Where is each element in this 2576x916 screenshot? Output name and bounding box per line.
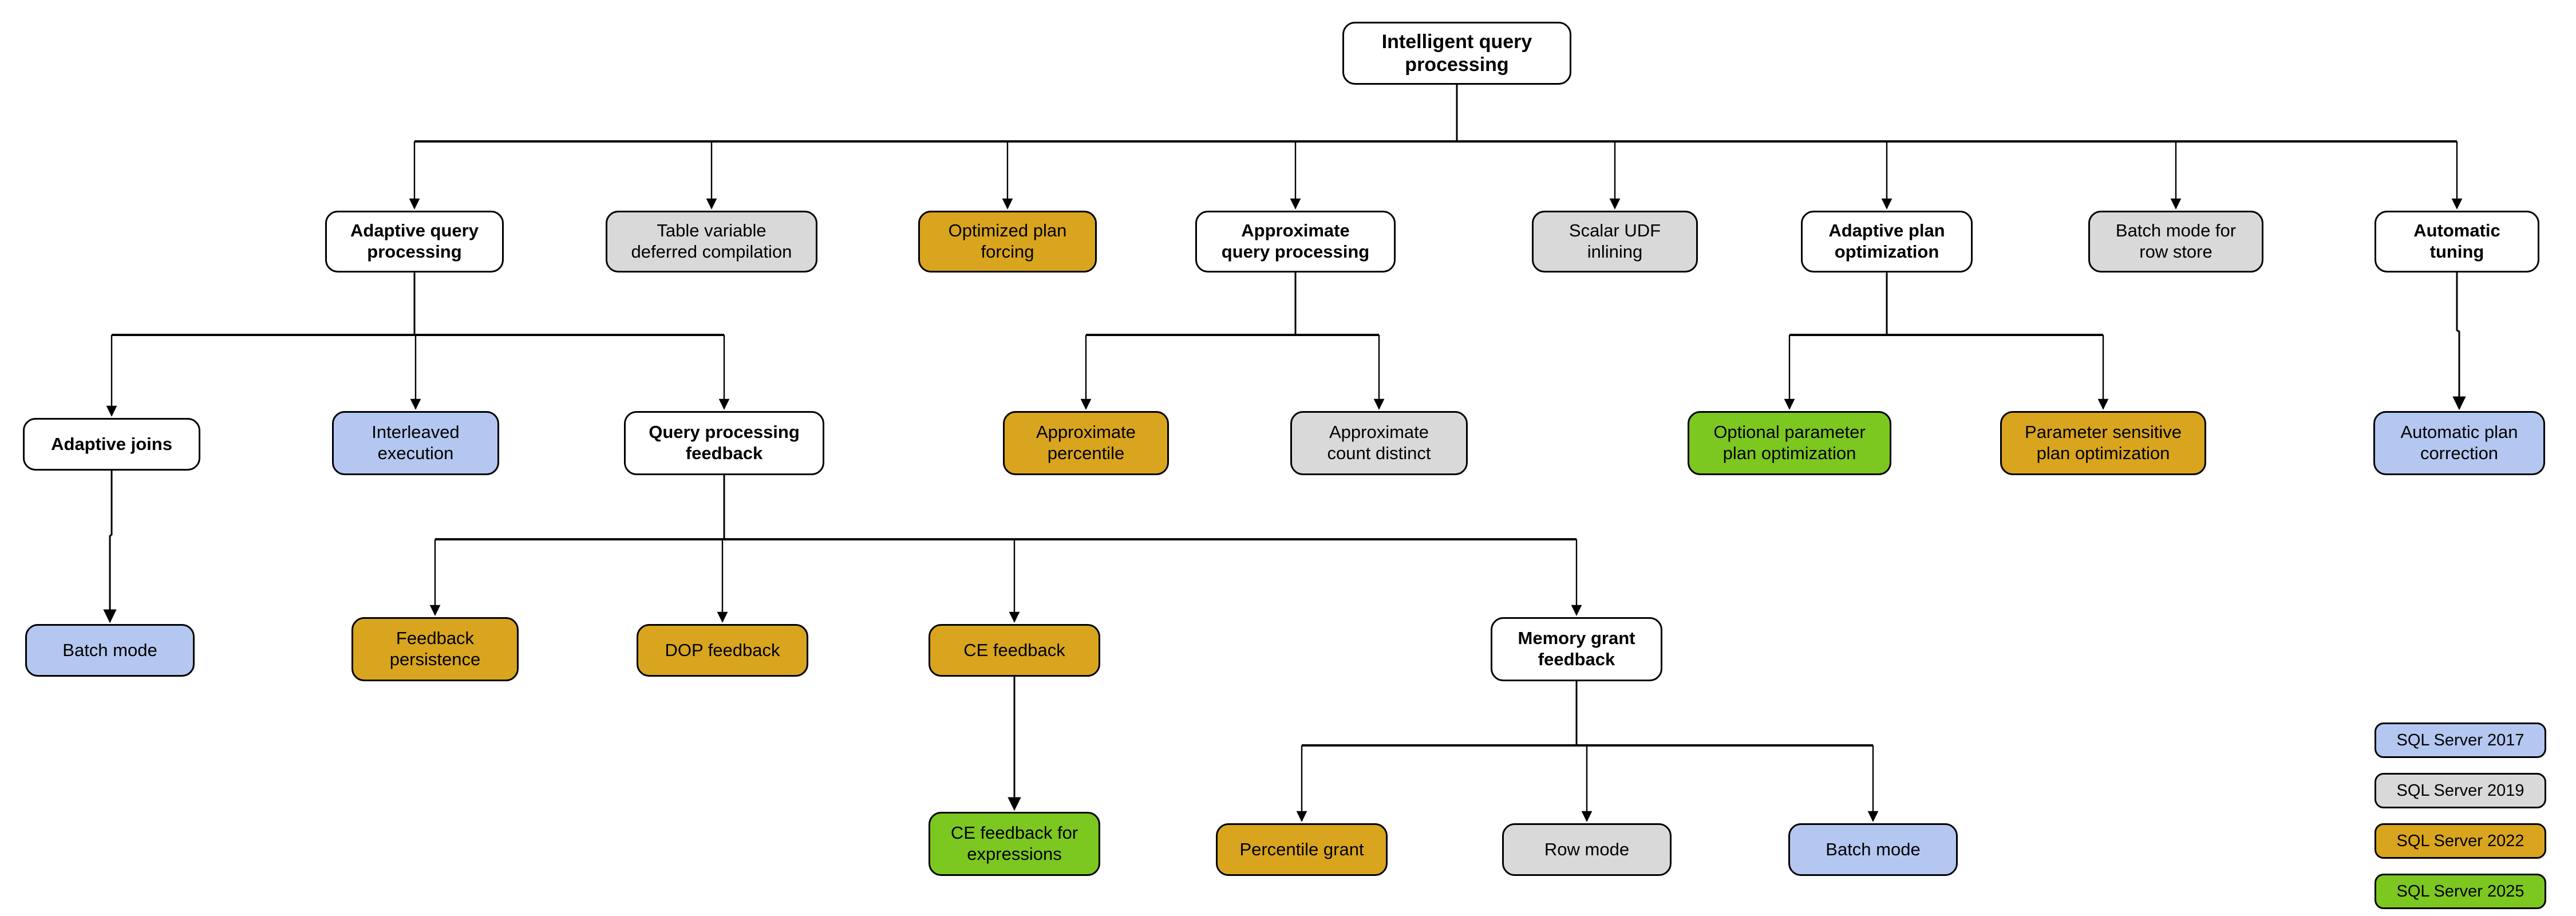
node-rowmode[interactable]: Row mode — [1502, 823, 1672, 876]
node-adaptivejoins[interactable]: Adaptive joins — [23, 418, 200, 471]
legend-item-label: SQL Server 2022 — [2396, 831, 2524, 850]
node-label: DOP feedback — [665, 639, 780, 660]
legend-item-gray[interactable]: SQL Server 2019 — [2374, 773, 2546, 808]
node-label: Row mode — [1544, 839, 1630, 859]
node-pctgrant[interactable]: Percentile grant — [1216, 823, 1388, 876]
node-label: Percentile grant — [1239, 839, 1364, 859]
node-label: Adaptive joins — [51, 433, 172, 454]
legend-item-label: SQL Server 2017 — [2396, 731, 2524, 749]
node-cefb[interactable]: CE feedback — [929, 624, 1100, 677]
node-batchmode1[interactable]: Batch mode — [25, 624, 195, 677]
node-label: CE feedback — [963, 639, 1065, 660]
legend-item-label: SQL Server 2019 — [2396, 781, 2524, 800]
legend-item-blue[interactable]: SQL Server 2017 — [2374, 722, 2546, 758]
legend-item-label: SQL Server 2025 — [2396, 882, 2524, 901]
node-dopfb[interactable]: DOP feedback — [637, 624, 808, 677]
legend-item-orange[interactable]: SQL Server 2022 — [2374, 823, 2546, 859]
node-label: Batch mode — [1826, 839, 1921, 859]
node-batchmode2[interactable]: Batch mode — [1788, 823, 1958, 876]
legend-item-green[interactable]: SQL Server 2025 — [2374, 874, 2546, 909]
connector-lines — [103, 85, 2466, 822]
node-label: Batch mode — [62, 639, 157, 660]
